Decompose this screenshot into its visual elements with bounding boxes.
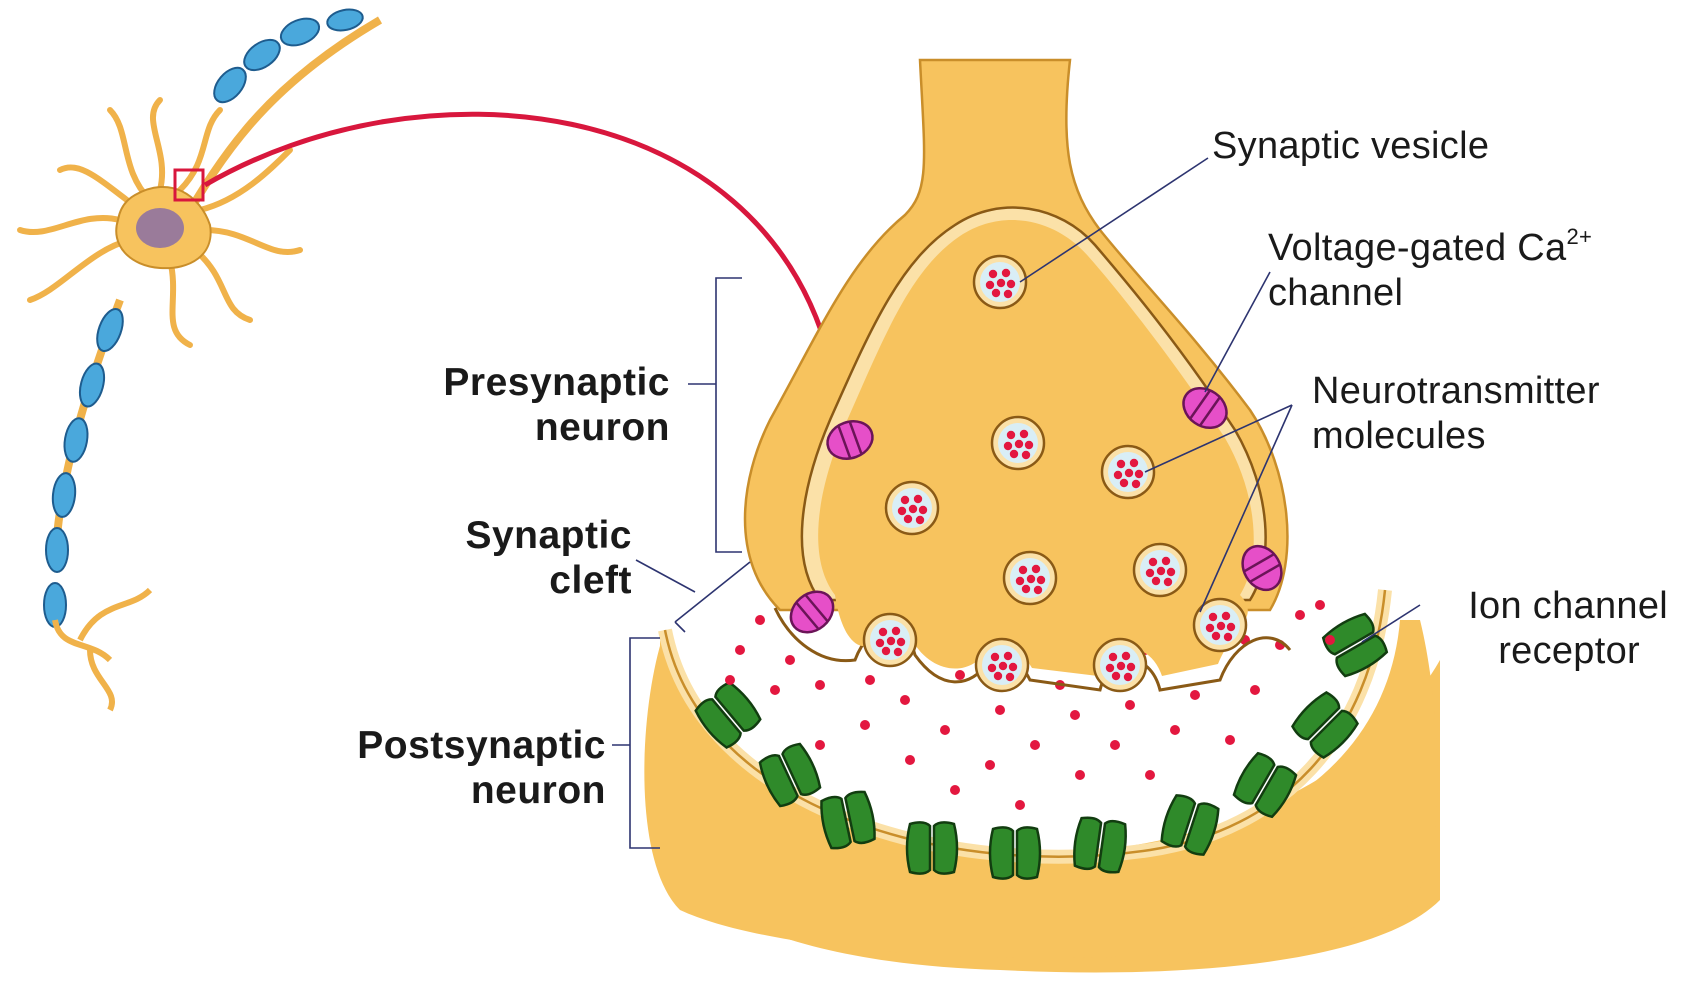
vesicle-1 bbox=[972, 254, 1028, 310]
vesicle-leader bbox=[1019, 157, 1209, 283]
myelin-sheath-upper bbox=[213, 8, 364, 104]
zoom-region-box bbox=[173, 168, 205, 202]
label-neurotransmitter-2: molecules bbox=[1312, 415, 1486, 457]
label-postsynaptic-2: neuron bbox=[471, 769, 606, 812]
label-synaptic-cleft-2: cleft bbox=[549, 559, 632, 602]
neuron-overview bbox=[17, 8, 383, 712]
vesicle-6 bbox=[1132, 542, 1188, 598]
label-neurotransmitter-1: Neurotransmitter bbox=[1312, 370, 1600, 412]
vesicle-4 bbox=[884, 480, 940, 536]
label-synaptic-cleft-1: Synaptic bbox=[465, 514, 632, 557]
label-ca-channel-2: channel bbox=[1268, 272, 1403, 314]
receptor-6 bbox=[1070, 814, 1130, 876]
ca-channel-leader bbox=[1204, 271, 1271, 393]
vesicle-5 bbox=[1002, 550, 1058, 606]
vesicle-2 bbox=[990, 415, 1046, 471]
label-presynaptic-2: neuron bbox=[535, 406, 670, 449]
neurotransmitter-leader-1 bbox=[1144, 404, 1293, 473]
label-ca-text: Voltage-gated Ca bbox=[1268, 227, 1567, 269]
label-presynaptic-1: Presynaptic bbox=[443, 361, 670, 404]
zoom-arrow bbox=[203, 111, 833, 361]
label-ca-superscript: 2+ bbox=[1566, 224, 1592, 249]
myelin-sheath-lower bbox=[43, 307, 124, 628]
label-ion-channel-1: Ion channel bbox=[1468, 585, 1668, 627]
label-postsynaptic-1: Postsynaptic bbox=[357, 724, 606, 767]
label-ca-channel-1: Voltage-gated Ca2+ bbox=[1268, 224, 1592, 269]
receptor-leader bbox=[1361, 604, 1421, 643]
neurotransmitter-leader-2 bbox=[1199, 404, 1293, 613]
postsynaptic-bracket bbox=[629, 637, 660, 849]
cleft-bracket bbox=[674, 561, 751, 633]
label-ion-channel-2: receptor bbox=[1498, 630, 1640, 672]
label-synaptic-vesicle: Synaptic vesicle bbox=[1212, 125, 1489, 167]
presynaptic-bracket bbox=[715, 277, 742, 553]
